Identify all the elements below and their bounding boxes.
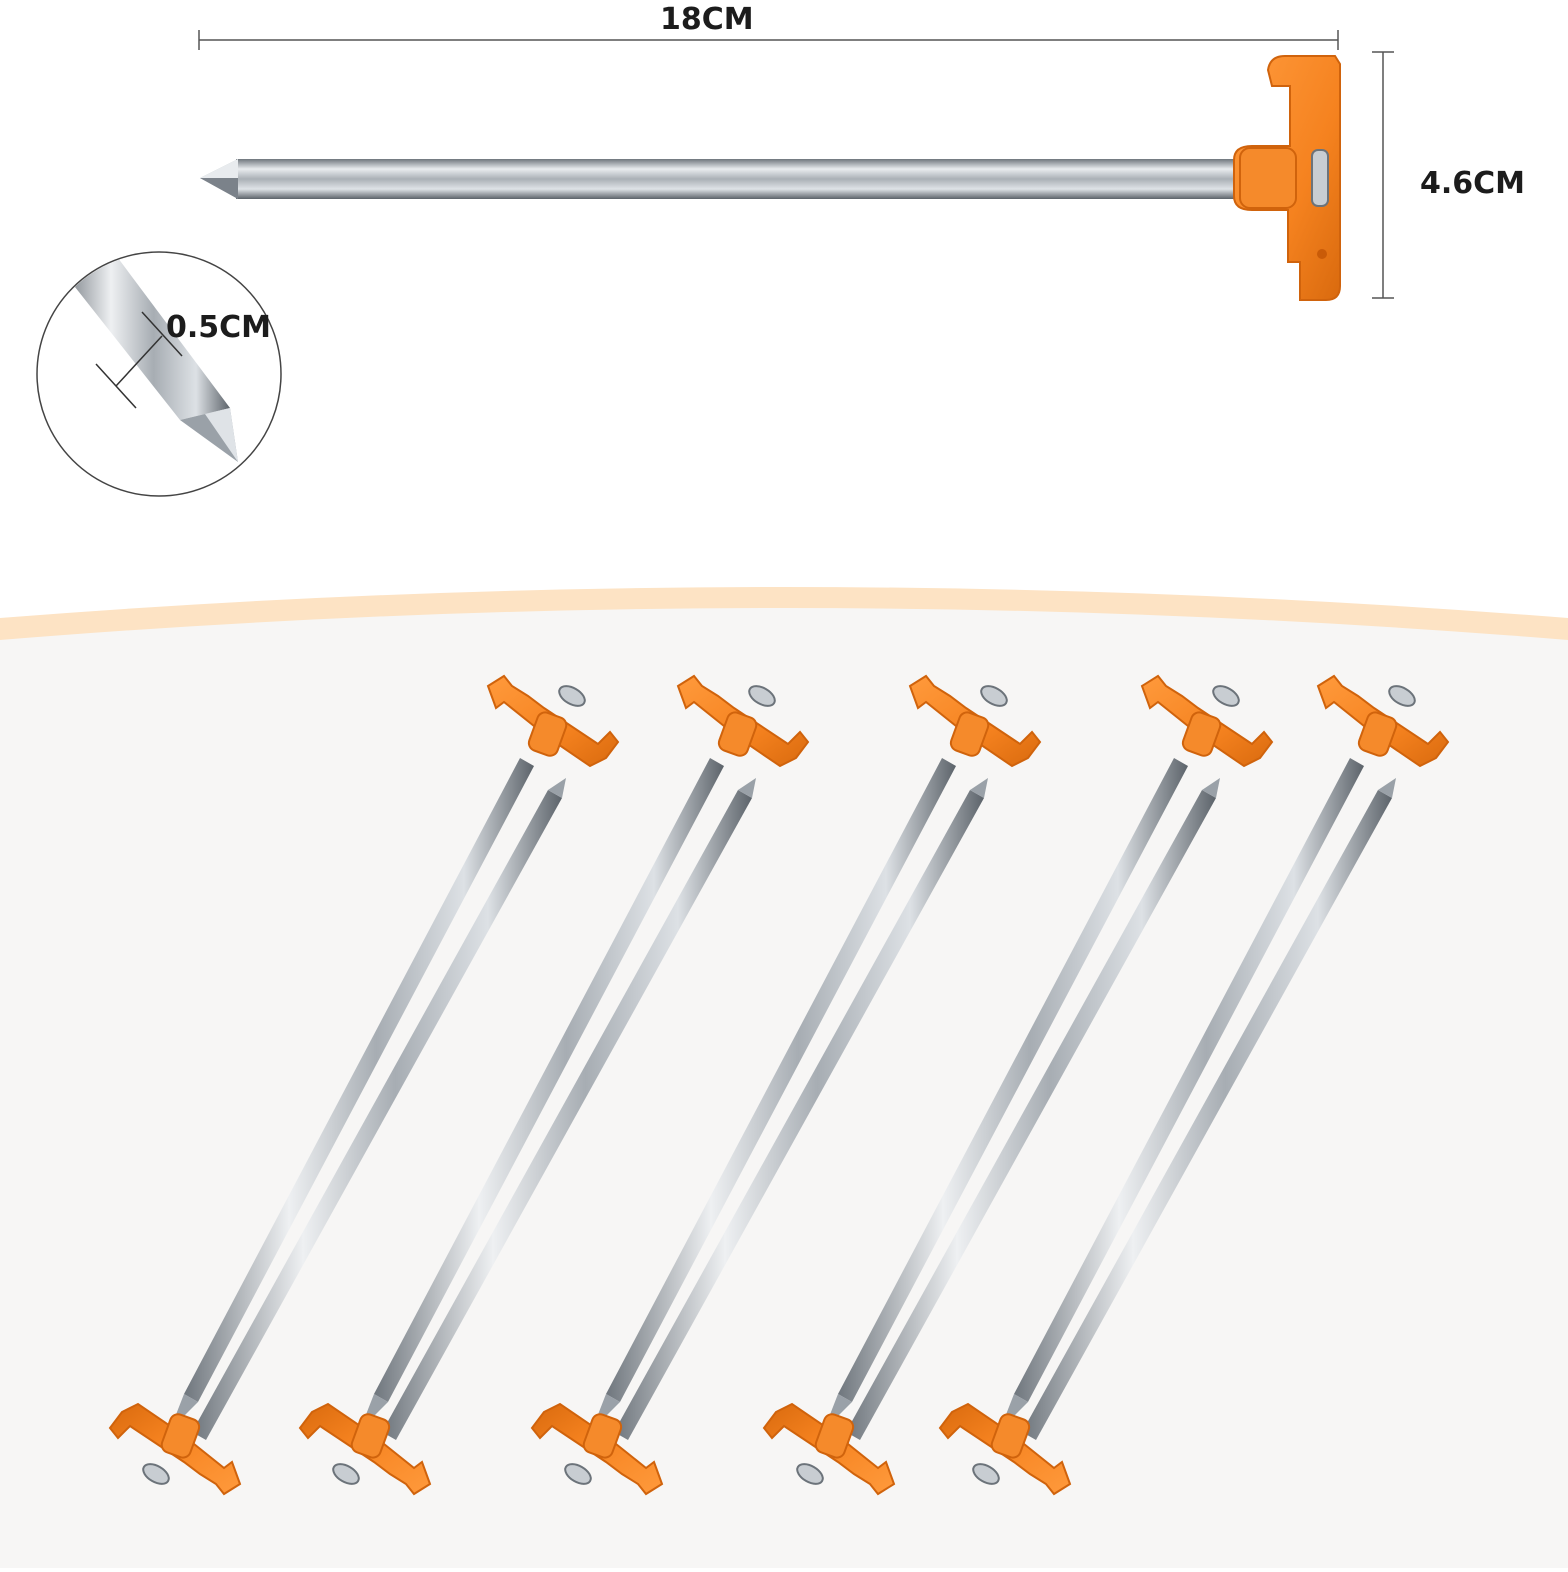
stake-head-icon: [530, 1402, 664, 1496]
stake-head-icon: [676, 674, 810, 768]
stake-head-icon: [938, 1402, 1072, 1496]
height-label: 4.6CM: [1420, 166, 1526, 201]
stake-head-icon: [762, 1402, 896, 1496]
stake-head-icon: [298, 1402, 432, 1496]
stake-pair: [298, 674, 810, 1496]
stake-head-icon: [1140, 674, 1274, 768]
tip-detail-magnifier: [36, 251, 282, 497]
stake-head-icon: [1316, 674, 1450, 768]
stake-pair: [938, 674, 1450, 1496]
length-label: 18CM: [660, 2, 754, 37]
stake-pair: [530, 674, 1042, 1496]
stake-shaft: [606, 758, 956, 1402]
main-stake: [200, 55, 1341, 301]
stake-shaft: [184, 758, 534, 1402]
stake-shaft: [382, 790, 752, 1440]
stake-set: [108, 674, 1450, 1496]
stake-shaft: [1014, 758, 1364, 1402]
height-dimension-line: [1372, 51, 1394, 299]
stake-pair: [762, 674, 1274, 1496]
stake-shaft: [1022, 790, 1392, 1440]
length-dimension-line: [198, 30, 1339, 50]
stake-shaft: [846, 790, 1216, 1440]
stake-pair: [108, 674, 620, 1496]
diameter-label: 0.5CM: [166, 310, 272, 345]
stake-shaft: [838, 758, 1188, 1402]
stake-shaft: [374, 758, 724, 1402]
stake-shaft: [614, 790, 984, 1440]
stake-shaft: [192, 790, 562, 1440]
stake-head-icon: [108, 1402, 242, 1496]
stake-head-icon: [908, 674, 1042, 768]
stake-head-icon: [486, 674, 620, 768]
